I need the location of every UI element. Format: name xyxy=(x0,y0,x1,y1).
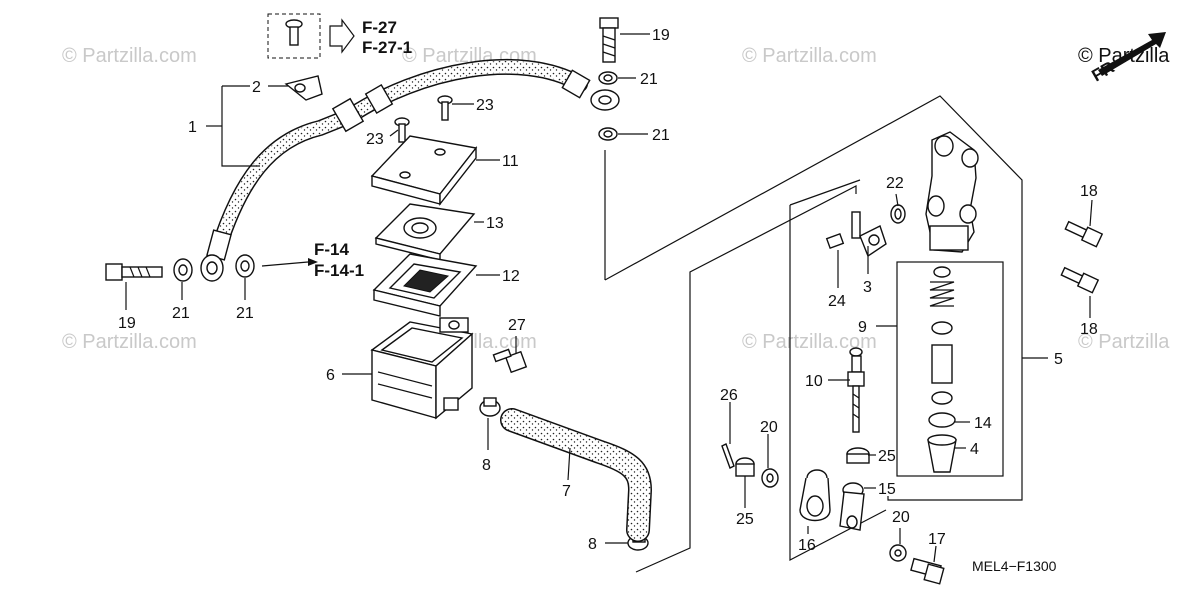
watermarks: © Partzilla.com © Partzilla.com © Partzi… xyxy=(62,45,1170,353)
hose-joint xyxy=(825,204,906,258)
callout-26: 26 xyxy=(720,387,738,404)
callout-8: 8 xyxy=(588,536,597,553)
callout-3: 3 xyxy=(863,279,872,296)
brake-hose xyxy=(200,59,620,282)
reference-f14: F-14 xyxy=(314,240,350,259)
hose-clip xyxy=(479,397,501,417)
callout-5: 5 xyxy=(1054,351,1063,368)
callout-24: 24 xyxy=(828,293,846,310)
callout-27: 27 xyxy=(508,317,526,334)
mounting-bolt xyxy=(1060,220,1104,294)
callout-2: 2 xyxy=(252,79,261,96)
watermark: © Partzilla.com xyxy=(742,331,877,353)
diagram-code: MEL4−F1300 xyxy=(972,558,1057,574)
callout-18: 18 xyxy=(1080,321,1098,338)
callout-labels: 1 2 3 4 5 6 7 8 8 9 10 11 12 13 14 15 16… xyxy=(118,27,1098,554)
callout-7: 7 xyxy=(562,483,571,500)
callout-9: 9 xyxy=(858,319,867,336)
push-rod xyxy=(847,347,865,433)
reference-bolt-box: F-27 F-27-1 xyxy=(267,13,412,59)
callout-1: 1 xyxy=(188,119,197,136)
callout-14: 14 xyxy=(974,415,992,432)
callout-20: 20 xyxy=(760,419,778,436)
watermark: © Partzilla.com xyxy=(62,331,197,353)
callout-12: 12 xyxy=(502,268,520,285)
callout-25: 25 xyxy=(736,511,754,528)
callout-4: 4 xyxy=(970,441,979,458)
reservoir xyxy=(370,317,474,420)
callout-21: 21 xyxy=(652,127,670,144)
callout-10: 10 xyxy=(805,373,823,390)
lock-nut xyxy=(735,447,870,477)
rod-clevis xyxy=(799,469,865,531)
callout-13: 13 xyxy=(486,215,504,232)
watermark: © Partzilla xyxy=(1078,331,1170,353)
callout-23: 23 xyxy=(476,97,494,114)
callout-15: 15 xyxy=(878,481,896,498)
mounting-bolt xyxy=(492,348,528,374)
master-cylinder xyxy=(925,131,979,253)
reference-f27-1: F-27-1 xyxy=(362,38,412,57)
banjo-bolt xyxy=(598,17,619,141)
hose-clamp xyxy=(284,75,323,101)
leader-lines xyxy=(125,33,1093,563)
cotter-pin xyxy=(721,443,735,469)
watermark: © Partzilla.com xyxy=(742,45,877,67)
callout-6: 6 xyxy=(326,367,335,384)
piston-set xyxy=(927,266,957,473)
reservoir-cap xyxy=(370,135,478,207)
callout-18: 18 xyxy=(1080,183,1098,200)
reservoir-plate xyxy=(374,203,476,261)
reservoir-hose xyxy=(500,408,653,542)
cap-screw xyxy=(394,95,453,143)
callout-17: 17 xyxy=(928,531,946,548)
callout-21: 21 xyxy=(236,305,254,322)
callout-21: 21 xyxy=(172,305,190,322)
callout-16: 16 xyxy=(798,537,816,554)
banjo-bolt xyxy=(105,254,255,282)
callout-23: 23 xyxy=(366,131,384,148)
callout-19: 19 xyxy=(652,27,670,44)
reference-f14-1: F-14-1 xyxy=(314,261,364,280)
callout-22: 22 xyxy=(886,175,904,192)
callout-21: 21 xyxy=(640,71,658,88)
watermark: © Partzilla.com xyxy=(62,45,197,67)
callout-25: 25 xyxy=(878,448,896,465)
pivot-bolt xyxy=(910,557,945,585)
callout-8: 8 xyxy=(482,457,491,474)
reference-f27: F-27 xyxy=(362,18,397,37)
callout-20: 20 xyxy=(892,509,910,526)
diaphragm xyxy=(372,253,478,317)
callout-11: 11 xyxy=(502,153,519,170)
callout-19: 19 xyxy=(118,315,136,332)
